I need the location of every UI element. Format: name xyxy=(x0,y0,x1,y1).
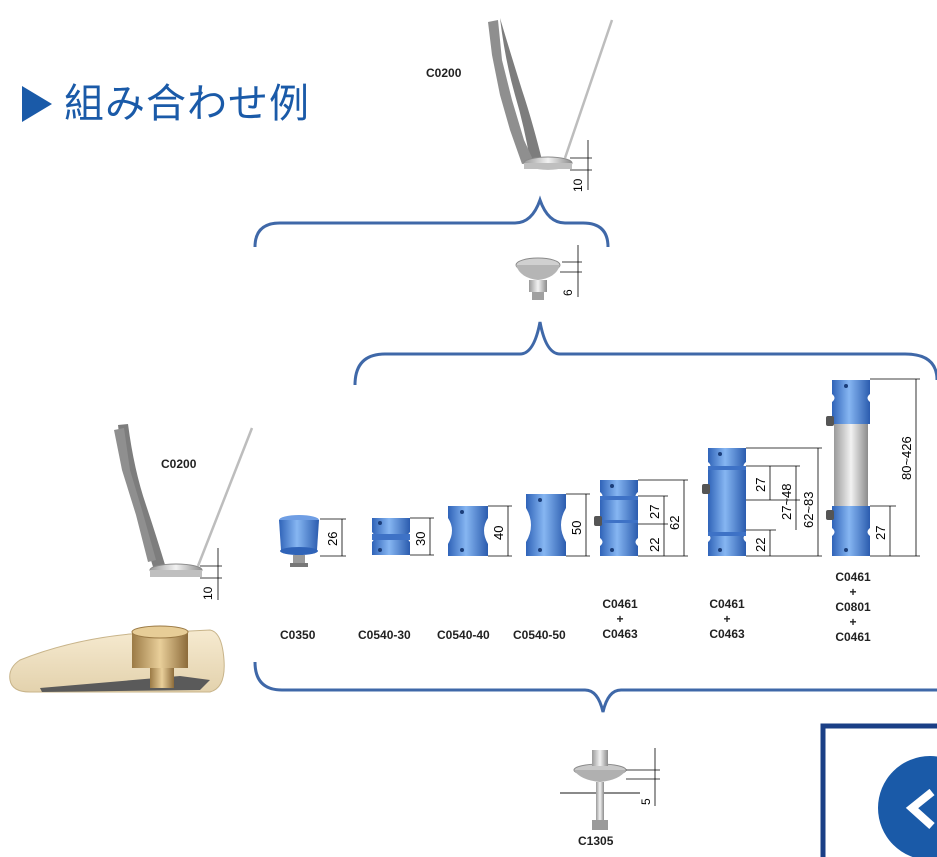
dim-value-62-83: 62~83 xyxy=(801,491,816,528)
label-c0200-left: C0200 xyxy=(161,457,197,471)
label-combo1-plus: + xyxy=(616,612,624,626)
dim-value-27: 27 xyxy=(647,505,662,519)
c1305-image xyxy=(560,750,640,830)
c0540-30-image xyxy=(372,518,410,555)
dim-value-22: 22 xyxy=(647,538,662,552)
dim-c0350: 26 xyxy=(320,518,346,557)
combo2-image xyxy=(702,448,746,556)
label-combo3-plus: + xyxy=(849,615,857,629)
dim-value-30: 30 xyxy=(413,532,428,546)
bracket-2 xyxy=(353,321,937,386)
page-title: 組み合わせ例 xyxy=(22,76,310,132)
label-c0540-30: C0540-30 xyxy=(358,628,411,642)
dim-value-10: 10 xyxy=(571,178,585,192)
bracket-3 xyxy=(253,661,937,713)
label-combo3-part: C0461 xyxy=(835,630,871,644)
dim-c0540-30: 30 xyxy=(410,517,434,556)
bracket-1 xyxy=(253,195,610,248)
c0350-image xyxy=(279,515,319,567)
label-combo1-part: C0463 xyxy=(602,627,638,641)
label-combo2: C0461 + C0463 xyxy=(705,597,749,642)
dim-value-27-48: 27~48 xyxy=(779,483,794,520)
dim-adapter: 6 xyxy=(560,245,582,297)
label-combo2-plus: + xyxy=(723,612,731,626)
label-c0540-40: C0540-40 xyxy=(437,628,490,642)
dim-c0200-top: 10 xyxy=(570,140,592,192)
c0540-40-image xyxy=(448,506,488,556)
dim-c0540-40: 40 xyxy=(488,505,512,557)
dim-value-5: 5 xyxy=(639,798,653,805)
label-c0350: C0350 xyxy=(280,628,316,642)
dim-value-27: 27 xyxy=(753,478,768,492)
label-combo3-part: C0801 xyxy=(835,600,871,614)
combo1-image xyxy=(594,480,638,556)
dim-value-62: 62 xyxy=(667,516,682,530)
combo3-image xyxy=(826,380,870,556)
label-combo3-part: C0461 xyxy=(835,570,871,584)
corner-logo xyxy=(820,723,937,857)
label-combo1: C0461 + C0463 xyxy=(598,597,642,642)
dim-value-10: 10 xyxy=(201,586,215,600)
page-title-text: 組み合わせ例 xyxy=(64,81,310,127)
triangle-bullet-icon xyxy=(22,86,52,122)
dim-value-26: 26 xyxy=(325,532,340,546)
label-c0200-top: C0200 xyxy=(426,66,462,80)
dim-combo3: 27 80~426 xyxy=(870,378,920,557)
label-combo2-part: C0463 xyxy=(709,627,745,641)
dim-c1305: 5 xyxy=(626,748,660,806)
dim-value-27: 27 xyxy=(873,526,888,540)
dim-c0200-left: 10 xyxy=(200,548,222,600)
dim-value-6: 6 xyxy=(561,289,575,296)
label-combo3-plus: + xyxy=(849,585,857,599)
prosthetic-foot-image xyxy=(9,625,225,693)
dim-c0540-50: 50 xyxy=(566,493,590,557)
dim-value-22: 22 xyxy=(753,538,768,552)
label-c1305: C1305 xyxy=(578,834,614,848)
label-combo2-part: C0461 xyxy=(709,597,745,611)
label-c0540-50: C0540-50 xyxy=(513,628,566,642)
adapter-image xyxy=(515,257,561,300)
label-combo1-part: C0461 xyxy=(602,597,638,611)
dim-value-40: 40 xyxy=(491,526,506,540)
dim-value-80-426: 80~426 xyxy=(899,436,914,480)
label-combo3: C0461 + C0801 + C0461 xyxy=(831,570,875,645)
dim-combo1: 27 22 62 xyxy=(638,479,688,557)
c0200-left-image xyxy=(114,424,254,577)
dim-combo2: 27 22 27~48 62~83 xyxy=(746,447,822,557)
c0540-50-image xyxy=(526,494,566,556)
dim-value-50: 50 xyxy=(569,521,584,535)
c0200-top-image xyxy=(488,18,614,170)
